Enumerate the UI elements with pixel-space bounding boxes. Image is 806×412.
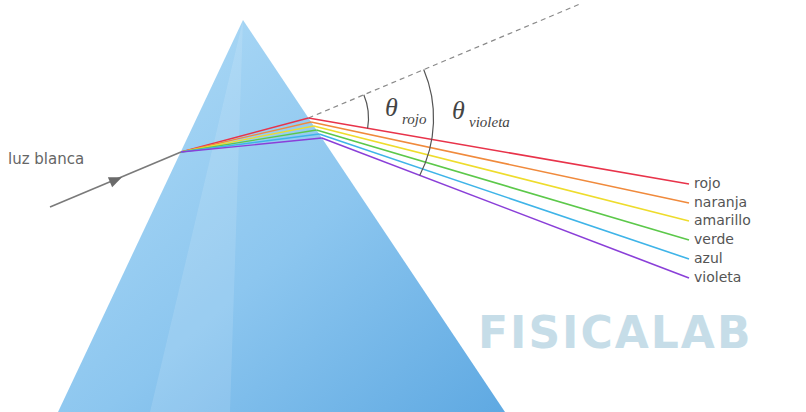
internal-rays	[181, 118, 322, 152]
angle-symbol: θ	[385, 93, 398, 123]
prism-highlight	[150, 20, 243, 412]
color-label: rojo	[694, 175, 720, 191]
angle-arc-red	[364, 95, 369, 129]
angle-subscript: violeta	[469, 114, 510, 131]
angle-symbol: θ	[452, 96, 465, 126]
undeviated-direction	[309, 4, 581, 118]
dispersed-rays	[309, 118, 690, 278]
color-label: naranja	[694, 194, 747, 210]
color-label: azul	[694, 250, 723, 266]
angle-subscript: rojo	[402, 111, 426, 128]
color-label: verde	[694, 231, 734, 247]
color-label: violeta	[694, 269, 741, 285]
ray-arrowhead	[108, 172, 124, 187]
watermark: FISICALAB	[478, 308, 752, 359]
color-label: amarillo	[694, 212, 751, 228]
light-label: luz blanca	[8, 151, 84, 168]
prism	[58, 20, 505, 412]
